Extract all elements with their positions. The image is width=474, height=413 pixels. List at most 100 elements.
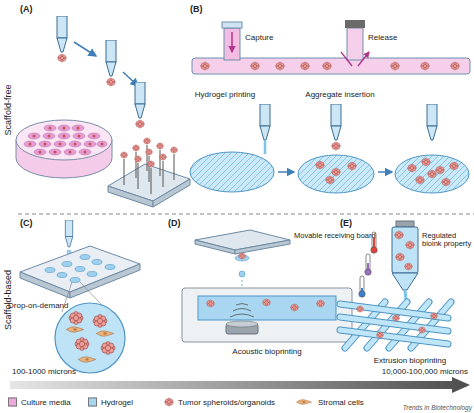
capture-release-illustration-part bbox=[436, 166, 445, 174]
spheroid-transfer-illustration-part-part bbox=[58, 133, 70, 139]
spheroid-transfer-illustration-part-part bbox=[73, 133, 85, 139]
drop-on-demand-illustration-part-part bbox=[92, 260, 102, 265]
capture-release-illustration bbox=[190, 20, 470, 193]
method-label: Extrusion bioprinting bbox=[374, 357, 446, 366]
spheroid-transfer-illustration-part-part bbox=[33, 135, 36, 138]
spheroid-transfer-illustration-part bbox=[145, 149, 152, 155]
drop-on-demand-illustration-part bbox=[45, 255, 115, 283]
spheroid-transfer-illustration-part bbox=[58, 54, 67, 62]
acoustic-bioprinting-illustration-part bbox=[226, 321, 258, 327]
drop-on-demand-illustration bbox=[20, 220, 140, 373]
spheroid-transfer-illustration-part-part bbox=[54, 151, 57, 154]
drop-on-demand-illustration-part-part bbox=[70, 278, 80, 283]
panel-label: (A) bbox=[20, 5, 33, 15]
capture-release-illustration-part bbox=[251, 62, 260, 70]
capture-release-illustration-part bbox=[416, 176, 425, 184]
method-label: Acoustic bioprinting bbox=[232, 348, 301, 357]
spheroid-transfer-illustration-part bbox=[147, 161, 154, 167]
capture-release-illustration-part bbox=[201, 62, 210, 70]
drop-on-demand-illustration-part bbox=[70, 264, 140, 298]
spheroid-transfer-illustration-part-part bbox=[69, 141, 81, 147]
legend-text: Hydrogel bbox=[101, 398, 133, 407]
spheroid-transfer-illustration-part-part bbox=[44, 143, 47, 146]
extrusion-bioprinting-illustration-part bbox=[365, 269, 371, 275]
capture-release-illustration-part bbox=[450, 162, 459, 170]
acoustic-bioprinting-illustration-part bbox=[263, 299, 271, 306]
scale-label: 100-1000 microns bbox=[12, 368, 76, 377]
capture-release-illustration-part bbox=[224, 28, 240, 60]
section-label: Scaffold-based bbox=[4, 270, 14, 330]
capture-release-illustration-part bbox=[231, 32, 233, 52]
extrusion-bioprinting-illustration-part bbox=[359, 291, 365, 297]
extrusion-bioprinting-illustration-part bbox=[392, 227, 418, 273]
legend-entry: Tumor spheroids/organoids bbox=[178, 398, 275, 407]
acoustic-bioprinting-illustration bbox=[182, 230, 352, 342]
drop-on-demand-illustration-part-part bbox=[87, 272, 97, 277]
spheroid-transfer-illustration-part-part bbox=[88, 133, 100, 139]
spheroid-transfer-illustration-part bbox=[24, 125, 107, 155]
extrusion-bioprinting-illustration-part bbox=[395, 231, 404, 239]
spheroid-transfer-illustration-part-part bbox=[29, 143, 32, 146]
spheroid-transfer-illustration-part-part bbox=[79, 149, 91, 155]
spheroid-transfer-illustration-part-part bbox=[69, 151, 72, 154]
extrusion-bioprinting-illustration-part bbox=[418, 327, 425, 333]
spheroid-transfer-illustration-part-part bbox=[58, 125, 70, 131]
spheroid-transfer-illustration-part bbox=[16, 120, 112, 160]
capture-release-illustration-part bbox=[427, 104, 437, 140]
section-divider bbox=[18, 214, 474, 215]
extrusion-bioprinting-illustration-part-part bbox=[340, 304, 448, 344]
capture-release-illustration-part bbox=[421, 62, 430, 70]
spheroid-transfer-illustration-part-part bbox=[84, 151, 87, 154]
extrusion-bioprinting-illustration-part bbox=[366, 254, 370, 270]
spheroid-transfer-illustration-part-part bbox=[59, 143, 62, 146]
drop-on-demand-illustration-part bbox=[93, 315, 107, 328]
capture-release-illustration-part bbox=[316, 161, 325, 169]
step-label: Release bbox=[368, 34, 397, 43]
acoustic-bioprinting-illustration-part bbox=[230, 304, 254, 318]
acoustic-bioprinting-illustration-part bbox=[291, 304, 299, 311]
capture-release-illustration-part bbox=[332, 142, 341, 150]
spheroid-transfer-illustration-part-part bbox=[49, 127, 52, 130]
extrusion-bioprinting-illustration-part bbox=[430, 313, 437, 319]
spheroid-transfer-illustration-part-part bbox=[138, 163, 139, 189]
spheroid-transfer-illustration-part-part bbox=[64, 149, 76, 155]
extrusion-bioprinting-illustration-part bbox=[360, 276, 364, 292]
spheroid-transfer-illustration-part-part bbox=[89, 143, 92, 146]
spheroid-transfer-illustration-part bbox=[153, 179, 190, 207]
capture-release-illustration-part bbox=[378, 171, 392, 173]
drop-on-demand-illustration-part bbox=[75, 338, 89, 351]
spheroid-transfer-illustration-part-part bbox=[74, 143, 77, 146]
panel-label: (C) bbox=[20, 219, 33, 229]
spheroid-transfer-illustration-part bbox=[170, 147, 177, 153]
capture-release-illustration-part bbox=[222, 22, 242, 28]
spheroid-transfer-illustration-part-part bbox=[147, 145, 148, 171]
legend-entry: Hydrogel bbox=[88, 398, 133, 407]
spheroid-transfer-illustration-part-part bbox=[77, 127, 80, 130]
drop-on-demand-illustration-part bbox=[78, 357, 96, 363]
drop-on-demand-illustration-part bbox=[66, 327, 84, 333]
drop-on-demand-illustration-part-part bbox=[105, 265, 115, 270]
spheroid-transfer-illustration-part-part bbox=[101, 143, 104, 146]
acoustic-bioprinting-illustration-part bbox=[182, 288, 352, 342]
spheroid-transfer-illustration-part-part bbox=[28, 133, 40, 139]
spheroid-transfer-illustration-part bbox=[134, 156, 141, 162]
spheroid-transfer-illustration-part bbox=[136, 120, 145, 128]
extrusion-bioprinting-illustration-part bbox=[405, 290, 406, 300]
spheroid-transfer-illustration-part-part bbox=[160, 150, 161, 176]
extrusion-bioprinting-illustration-part bbox=[392, 315, 399, 321]
capture-release-illustration-part bbox=[422, 158, 431, 166]
spheroid-transfer-illustration-part-part bbox=[72, 125, 84, 131]
legend-entry: Culture media bbox=[8, 398, 71, 407]
spheroid-transfer-illustration-part-part bbox=[151, 168, 152, 194]
spheroid-transfer-illustration-part bbox=[107, 78, 116, 86]
legend-text: Culture media bbox=[21, 398, 71, 407]
extrusion-bioprinting-illustration-part-part bbox=[340, 304, 448, 344]
drop-on-demand-illustration-part bbox=[96, 331, 114, 337]
extrusion-bioprinting-illustration-part bbox=[392, 273, 418, 290]
drop-on-demand-illustration-part-part bbox=[57, 273, 67, 278]
capture-release-illustration-part bbox=[442, 178, 451, 186]
spheroid-transfer-illustration-part bbox=[57, 16, 67, 52]
spheroid-transfer-illustration-part-part bbox=[44, 125, 56, 131]
drop-on-demand-illustration-part bbox=[69, 312, 83, 325]
